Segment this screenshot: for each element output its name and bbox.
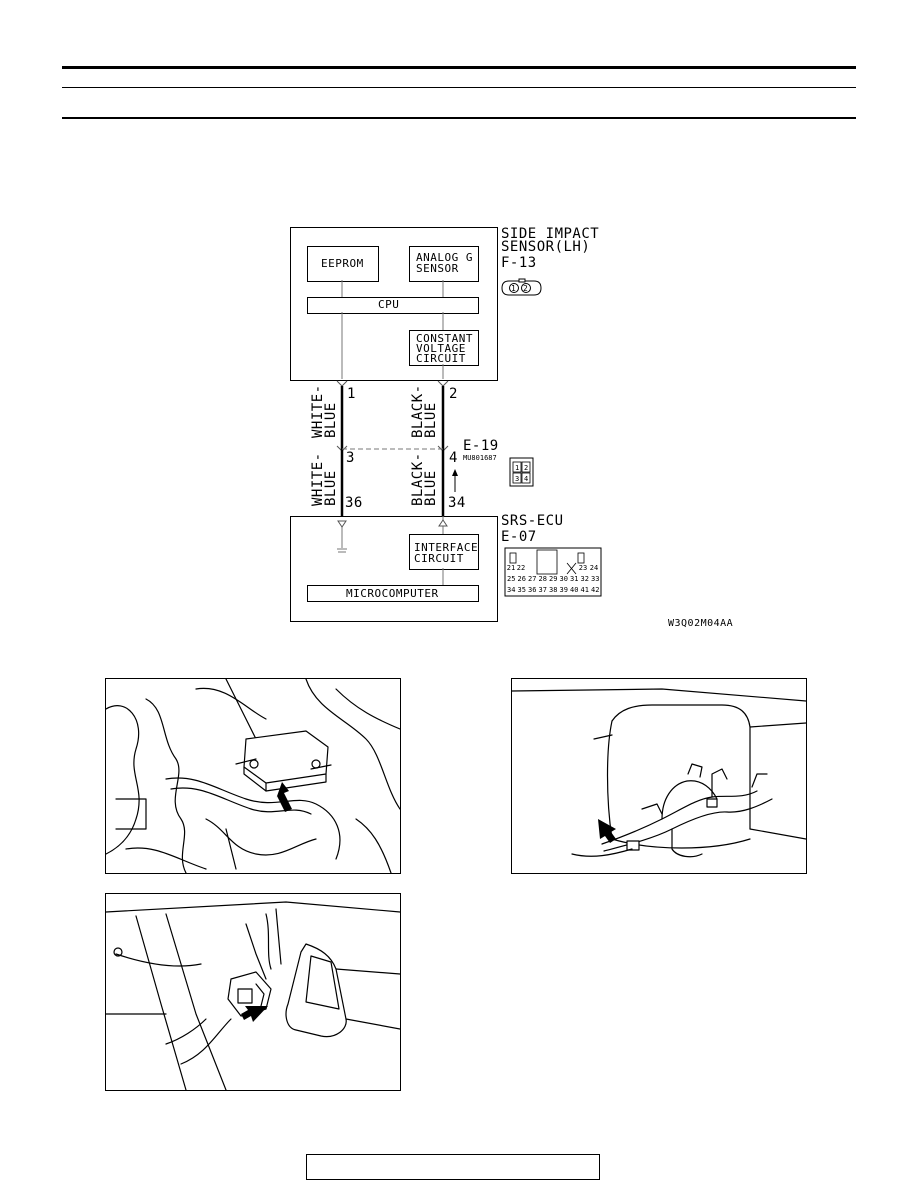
e07-pin: 28 — [538, 575, 547, 583]
e07-pin-grid: 21 22 23 24 25 26 27 28 29 30 31 32 33 3… — [505, 563, 601, 596]
f13-pin-2: 2 — [523, 284, 529, 293]
analog-g-sensor-box — [409, 246, 479, 282]
illustration-kick-panel-connector — [105, 893, 401, 1091]
e07-pin: 26 — [517, 575, 526, 583]
e07-pin: 40 — [570, 586, 579, 594]
e19-part-number: MU801687 — [463, 454, 497, 462]
e07-pin: 35 — [517, 586, 526, 594]
cpu-label: CPU — [378, 298, 400, 311]
e07-pin: 30 — [559, 575, 568, 583]
e19-pin-3: 3 — [515, 475, 520, 483]
illustration-srs-ecu-location — [105, 678, 401, 874]
e07-pin: 25 — [507, 575, 516, 583]
side-impact-sensor-title-2: SENSOR(LH) — [501, 239, 591, 255]
wire-color-lower-left-2: BLUE — [323, 470, 339, 506]
analog-g-sensor-label-2: SENSOR — [416, 262, 459, 275]
header-rule-top — [62, 66, 856, 69]
microcomputer-box — [307, 585, 479, 602]
wiring-lines — [336, 278, 602, 597]
wire-color-lower-left: WHITE- BLUE — [292, 380, 344, 506]
f13-pin-1: 1 — [511, 284, 517, 293]
e07-pin: 39 — [559, 586, 568, 594]
f13-connector-label: F-13 — [501, 255, 537, 271]
e19-pin-4: 4 — [524, 475, 529, 483]
side-impact-sensor-title-1: SIDE IMPACT — [501, 226, 600, 242]
e07-pin: 34 — [507, 586, 516, 594]
e07-connector-label: E-07 — [501, 529, 537, 545]
constant-voltage-label-2: VOLTAGE — [416, 342, 466, 355]
illustration-seat-harness — [511, 678, 807, 874]
pin-4-label: 4 — [449, 450, 458, 466]
pin-34-label: 34 — [448, 495, 466, 511]
wire-color-lower-right-2: BLUE — [423, 470, 439, 506]
pin-1-label: 1 — [347, 386, 356, 402]
figure-code: W3Q02M04AA — [668, 618, 734, 629]
seat-harness-drawing — [512, 688, 806, 858]
e07-pin: 27 — [528, 575, 537, 583]
e07-pin: 36 — [528, 586, 537, 594]
e07-pin: 24 — [589, 564, 599, 572]
microcomputer-label: MICROCOMPUTER — [346, 587, 439, 600]
e07-pin: 32 — [580, 575, 589, 583]
pin-2-label: 2 — [449, 386, 458, 402]
constant-voltage-label-3: CIRCUIT — [416, 352, 466, 365]
kick-panel-drawing — [106, 901, 400, 1090]
e07-pin: 41 — [580, 586, 589, 594]
wire-color-lower-right: BLACK- BLUE — [392, 380, 444, 506]
pin-3-label: 3 — [346, 450, 355, 466]
e07-pin: 42 — [591, 586, 600, 594]
interface-circuit-label-2: CIRCUIT — [414, 552, 464, 565]
e07-pin: 23 — [578, 564, 588, 572]
srs-ecu-title: SRS-ECU — [501, 513, 564, 529]
e19-pin-1: 1 — [515, 464, 520, 472]
srs-ecu-location-drawing — [106, 679, 400, 873]
interface-circuit-label-1: INTERFACE — [414, 541, 479, 554]
e07-pin: 22 — [516, 564, 526, 572]
e19-connector-label: E-19 — [463, 438, 499, 454]
footer-box — [306, 1154, 600, 1180]
e07-pin: 21 — [506, 564, 516, 572]
e07-pin: 33 — [591, 575, 600, 583]
constant-voltage-label-1: CONSTANT — [416, 332, 473, 345]
e19-pin-2: 2 — [524, 464, 529, 472]
eeprom-box — [307, 246, 379, 282]
analog-g-sensor-label-1: ANALOG G — [416, 251, 473, 264]
eeprom-label: EEPROM — [321, 257, 364, 270]
e07-pin: 31 — [570, 575, 579, 583]
pin-36-label: 36 — [345, 495, 363, 511]
e07-pin: 37 — [538, 586, 547, 594]
header-rule-middle — [62, 87, 856, 88]
e07-pin: 29 — [549, 575, 558, 583]
cpu-box — [307, 297, 479, 314]
constant-voltage-box — [409, 330, 479, 366]
header-rule-bottom — [62, 117, 856, 119]
interface-circuit-box — [409, 534, 479, 570]
e07-pin: 38 — [549, 586, 558, 594]
